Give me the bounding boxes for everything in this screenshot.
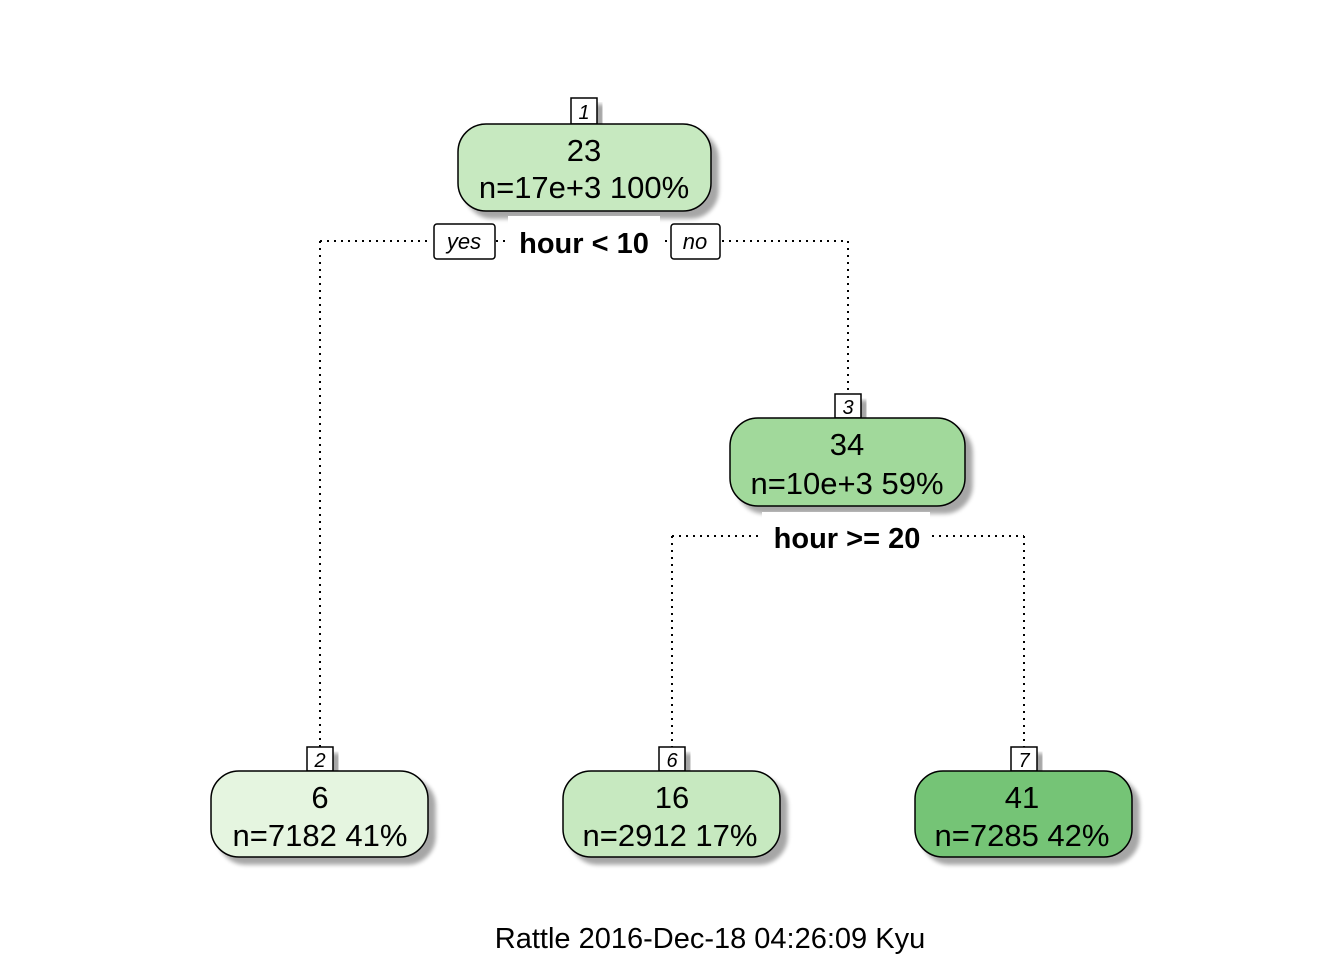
branch-tag-no-box xyxy=(670,223,721,260)
node-value: 6 xyxy=(311,780,328,815)
node-box xyxy=(562,770,781,858)
node-box xyxy=(729,417,966,507)
node-id-label: 3 xyxy=(842,397,853,419)
branch-tag-no: no xyxy=(670,223,721,260)
node-value: 34 xyxy=(830,427,864,462)
node-value: 16 xyxy=(655,780,689,815)
node-id-label: 7 xyxy=(1018,750,1030,772)
tree-node-7: 7 41 n=7285 42% xyxy=(914,746,1133,858)
split-label-background xyxy=(508,216,660,260)
node-value: 23 xyxy=(567,133,601,168)
node-stats: n=17e+3 100% xyxy=(479,170,689,205)
tree-node-1: 1 23 n=17e+3 100% xyxy=(457,97,712,212)
node-box xyxy=(914,770,1133,858)
node-box xyxy=(210,770,429,858)
branch-tag-no-label: no xyxy=(683,229,707,254)
node-id-label: 2 xyxy=(313,750,325,772)
node-value: 41 xyxy=(1005,780,1039,815)
node-id-box xyxy=(834,393,862,419)
tree-node-3: 3 34 n=10e+3 59% xyxy=(729,393,966,507)
tree-edges xyxy=(319,240,1025,747)
branch-tag-yes-label: yes xyxy=(445,229,481,254)
node-stats: n=7285 42% xyxy=(935,818,1110,853)
footer-caption: Rattle 2016-Dec-18 04:26:09 Kyu xyxy=(495,923,925,955)
node-stats: n=2912 17% xyxy=(583,818,758,853)
node-stats: n=10e+3 59% xyxy=(750,466,943,501)
node-id-box xyxy=(570,97,598,125)
split-label: hour < 10 xyxy=(519,228,649,260)
split-node-3: hour >= 20 xyxy=(762,512,930,558)
tree-node-6: 6 16 n=2912 17% xyxy=(562,746,781,858)
branch-tag-yes-box xyxy=(433,223,496,260)
node-id-label: 1 xyxy=(578,102,589,124)
tree-node-2: 2 6 n=7182 41% xyxy=(210,746,429,858)
split-label: hour >= 20 xyxy=(774,523,921,555)
split-label-background xyxy=(762,512,930,558)
split-root: hour < 10 xyxy=(508,216,660,260)
node-box xyxy=(457,123,712,212)
node-id-label: 6 xyxy=(666,750,678,772)
node-stats: n=7182 41% xyxy=(233,818,408,853)
node-id-box xyxy=(306,746,334,772)
branch-tag-yes: yes xyxy=(433,223,496,260)
